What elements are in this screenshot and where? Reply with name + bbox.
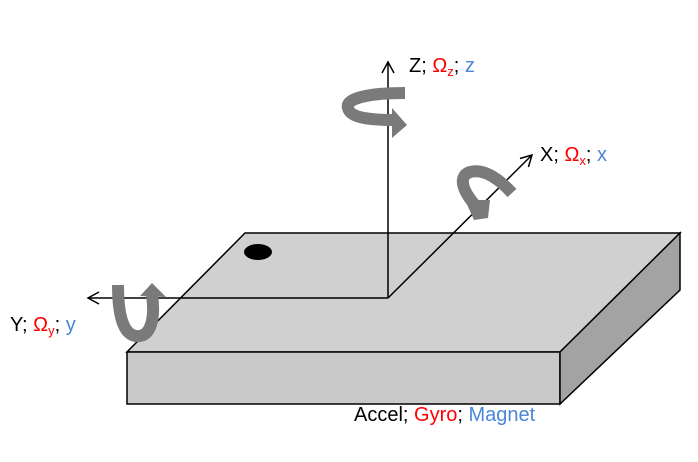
board-side-face (559, 231, 681, 406)
orientation-dot (244, 244, 272, 260)
y-axis-label: Y; Ωy; y (10, 314, 76, 338)
x-axis-label: X; Ωx; x (540, 144, 608, 168)
board-front-face (126, 351, 561, 405)
x-rotation-arrow-icon (456, 165, 517, 220)
x-axis (387, 153, 534, 299)
z-axis-label: Z; Ωz; z (409, 55, 475, 79)
sensor-legend: Accel; Gyro; Magnet (354, 404, 536, 426)
y-rotation-arrow-icon (112, 283, 166, 343)
z-rotation-arrow-icon (341, 87, 407, 138)
